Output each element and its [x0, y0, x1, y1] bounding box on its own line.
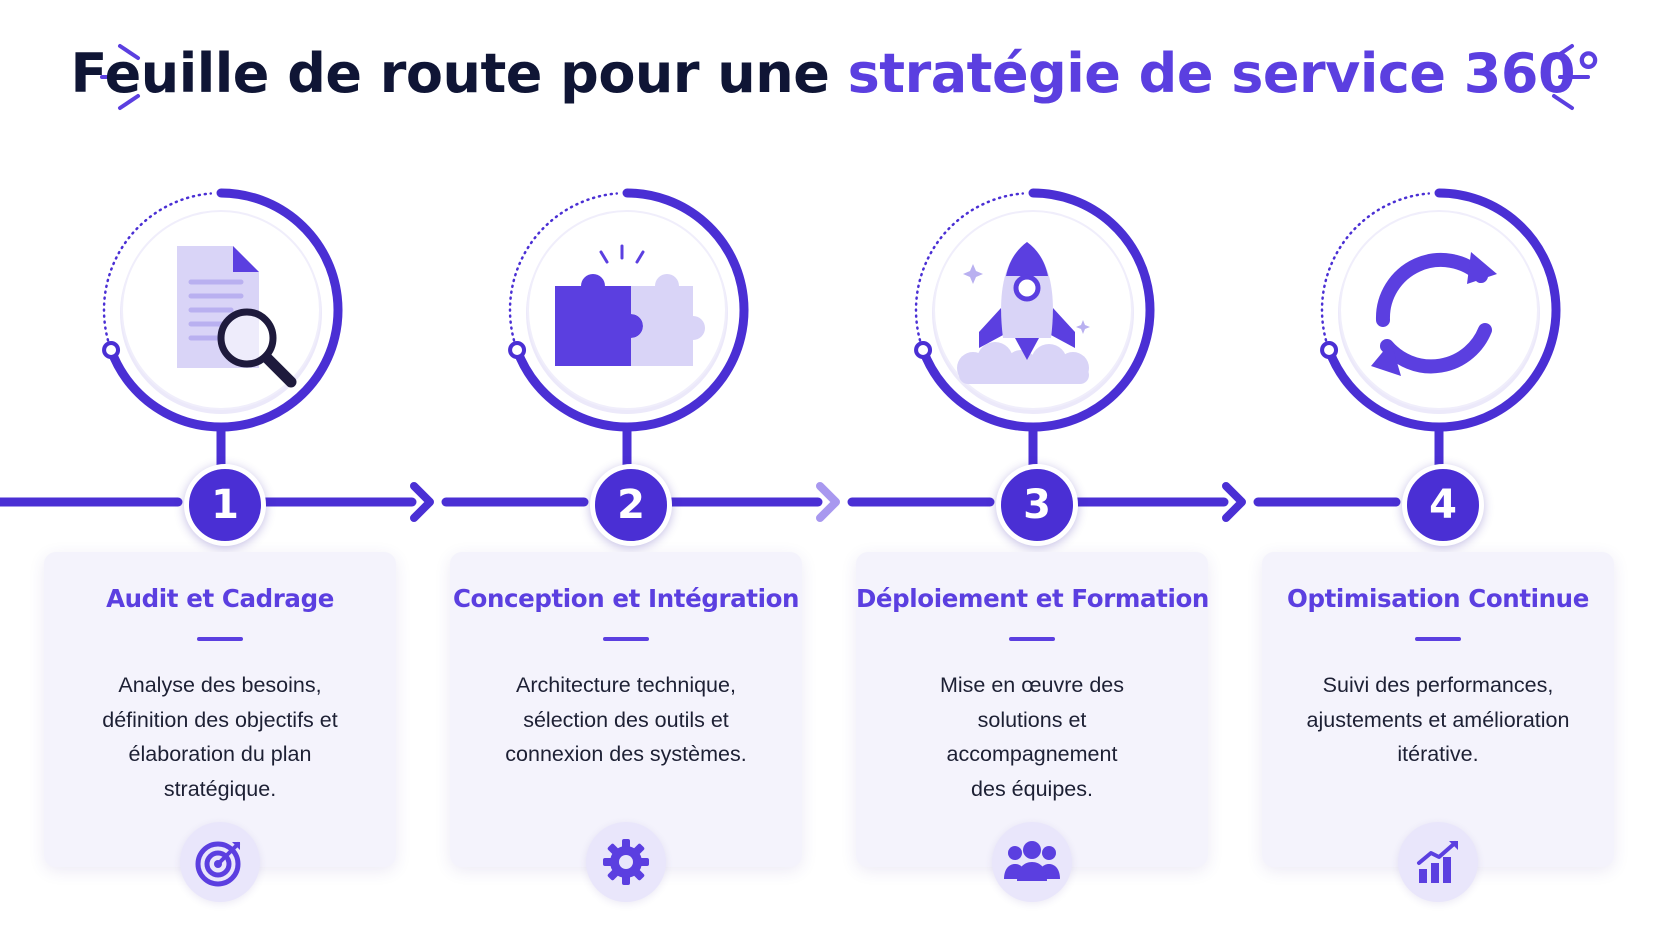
growth-chart-icon: [1398, 822, 1478, 902]
step-1-badge: 1: [184, 464, 266, 546]
title-underline: [603, 637, 649, 641]
title-underline: [197, 637, 243, 641]
title-underline: [1415, 637, 1461, 641]
step-title: Déploiement et Formation: [856, 584, 1209, 613]
step-4-badge: 4: [1402, 464, 1484, 546]
title-main: Feuille de route pour une: [70, 42, 848, 105]
step-card-conception: Conception et Intégration Architecture t…: [450, 552, 802, 867]
page-title: Feuille de route pour une stratégie de s…: [0, 42, 1672, 105]
step-title: Conception et Intégration: [452, 584, 800, 613]
chevron-right-icon: [1222, 482, 1246, 522]
step-title: Optimisation Continue: [1287, 584, 1589, 613]
step-title: Audit et Cadrage: [106, 584, 334, 613]
step-card-deploiement: Déploiement et Formation Mise en œuvre d…: [856, 552, 1209, 867]
step-description: Analyse des besoins, définition des obje…: [102, 673, 338, 801]
chevron-right-icon: [816, 482, 840, 522]
step-description: Suivi des performances, ajustements et a…: [1306, 673, 1570, 766]
team-icon: [992, 822, 1072, 902]
title-accent: stratégie de service 360°: [847, 42, 1602, 105]
title-underline: [1009, 637, 1055, 641]
step-3-badge: 3: [996, 464, 1078, 546]
chevron-right-icon: [410, 482, 434, 522]
document-search-icon: [177, 246, 297, 388]
gear-icon: [586, 822, 666, 902]
rocket-icon: [957, 242, 1090, 384]
step-2-badge: 2: [590, 464, 672, 546]
left-burst-icon: [100, 44, 140, 110]
target-icon: [180, 822, 260, 902]
step-card-audit: Audit et Cadrage Analyse des besoins, dé…: [44, 552, 396, 867]
puzzle-icon: [555, 244, 705, 366]
step-description: Mise en œuvre des solutions et accompagn…: [939, 673, 1124, 801]
step-card-optimisation: Optimisation Continue Suivi des performa…: [1262, 552, 1614, 867]
right-burst-icon: [1552, 44, 1590, 110]
step-description: Architecture technique, sélection des ou…: [505, 673, 747, 766]
refresh-cycle-icon: [1371, 252, 1497, 376]
